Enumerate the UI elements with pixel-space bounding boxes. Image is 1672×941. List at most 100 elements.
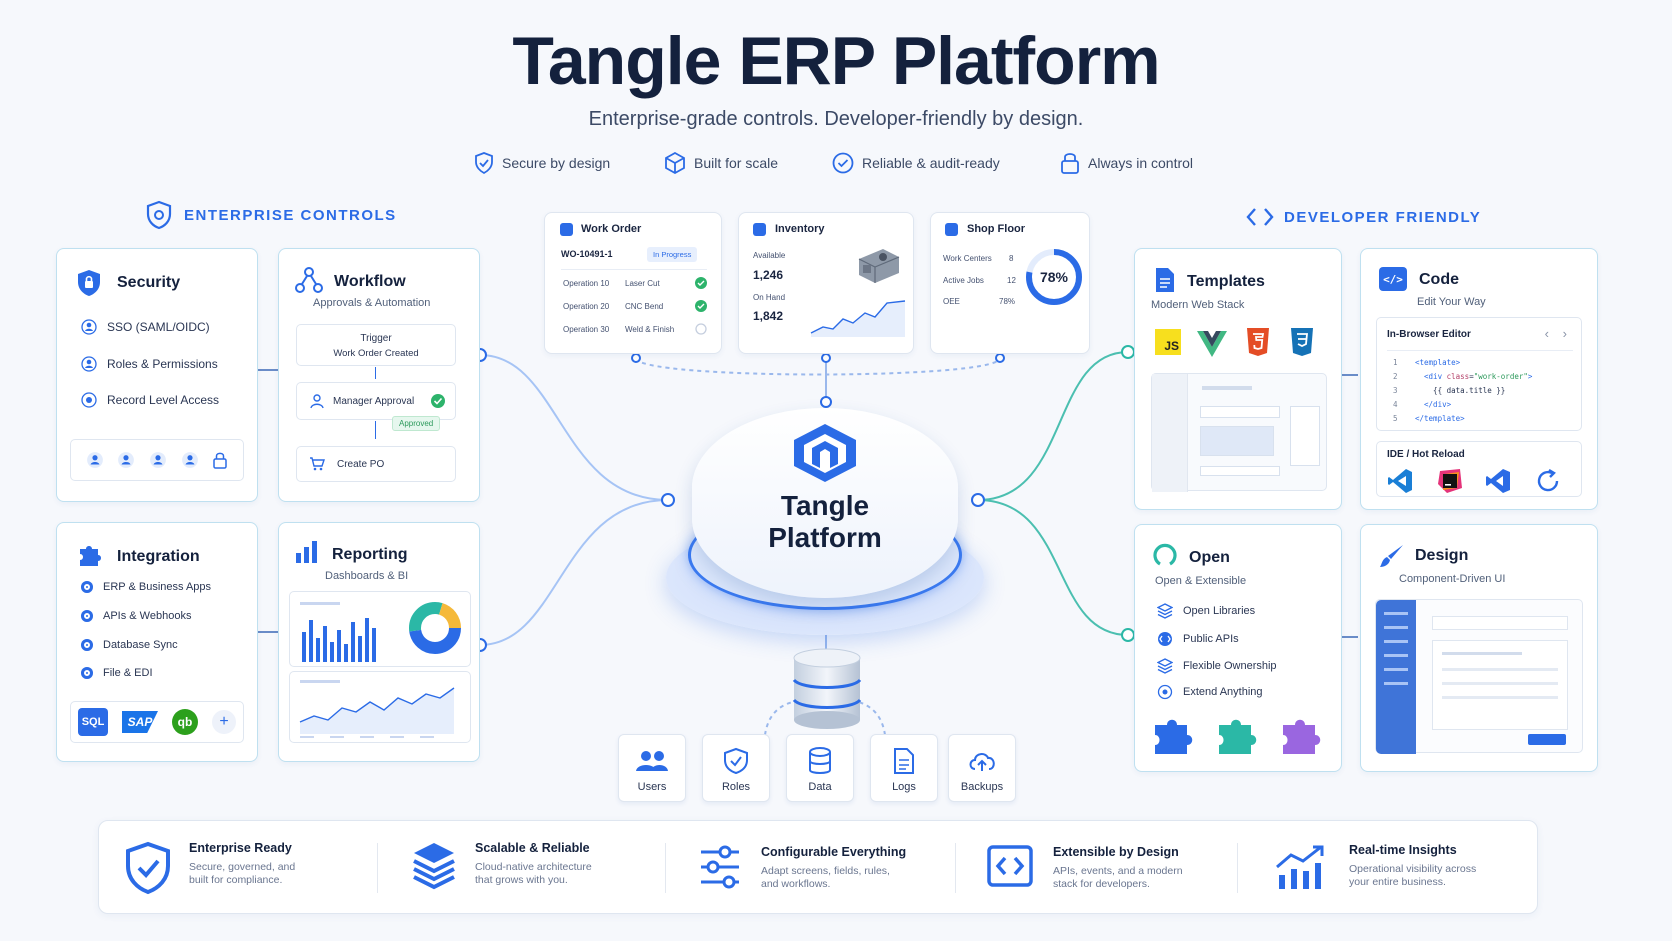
workflow-trigger-step: Trigger Work Order Created [296,324,456,366]
template-preview [1151,373,1327,492]
user-circle-icon [81,356,97,372]
trend-chart-icon [1276,845,1324,889]
reporting-card: Reporting Dashboards & BI [278,522,480,762]
reporting-subtitle: Dashboards & BI [325,570,409,582]
open-title: Open [1189,549,1230,566]
document-icon [894,748,914,774]
work-order-icon [560,223,573,236]
database-icon [792,648,862,729]
integration-logos: SQL SAP qb + [70,701,244,743]
integration-item-erp: ERP & Business Apps [81,581,211,593]
quickbooks-logo: qb [172,709,198,735]
pending-circle-icon [695,323,707,335]
lock-icon [1061,153,1079,174]
open-item-extend: Extend Anything [1157,684,1263,700]
database-icon [809,747,831,774]
plug-icon [1157,684,1173,700]
report-bar-chart [289,591,471,667]
layers-icon [1157,603,1173,619]
user-circle-icon [81,319,97,335]
users-icon [636,751,668,771]
chevron-right-icon[interactable]: › [1562,326,1567,341]
connector-reporting [479,499,669,646]
bar-chart-icon [296,541,317,563]
code-snippet: <template> <div class="work-order"> {{ d… [1415,358,1533,423]
cube-icon [665,152,685,174]
workflow-subtitle: Approvals & Automation [313,297,431,309]
gauge-value: 78% [1039,269,1069,285]
work-order-id: WO-10491-1 [561,249,613,259]
cart-icon [310,457,325,471]
user-icon [310,394,324,409]
integration-title: Integration [117,548,200,565]
reload-icon[interactable] [1535,468,1561,494]
tile-roles[interactable]: Roles [702,734,770,802]
integration-item-db: Database Sync [81,639,178,651]
visual-studio-logo-icon [1486,469,1510,493]
security-item-record: Record Level Access [81,392,219,408]
workflow-nodes-icon [295,267,323,293]
tile-backups[interactable]: Backups [948,734,1016,802]
code-window-icon [987,845,1033,887]
open-subtitle: Open & Extensible [1155,575,1247,587]
add-integration-button[interactable]: + [212,710,236,734]
integration-item-file: File & EDI [81,667,153,679]
tangle-logo-icon [794,424,856,482]
code-subtitle: Edit Your Way [1417,296,1486,308]
html5-logo-icon [1247,328,1269,356]
shop-floor-icon [945,223,958,236]
css3-logo-icon [1291,328,1313,356]
cloud-upload-icon [969,753,995,771]
pill-reliable: Reliable & audit-ready [832,152,1000,174]
ide-hot-reload: IDE / Hot Reload [1376,441,1582,497]
jetbrains-logo-icon [1438,469,1462,493]
templates-title: Templates [1187,273,1265,290]
user-icon [150,452,166,468]
tile-users[interactable]: Users [618,734,686,802]
user-icon [181,452,198,468]
open-item-libraries: Open Libraries [1157,603,1255,619]
integration-card: Integration ERP & Business Apps APIs & W… [56,522,258,762]
inventory-card: Inventory Available 1,246 On Hand 1,842 [738,212,914,354]
line-chart-preview [299,680,455,738]
workflow-approval-step: Manager Approval [296,382,456,420]
javascript-logo: JS [1155,329,1181,355]
available-value: 1,246 [753,268,784,282]
sliders-icon [701,845,739,889]
shield-icon [146,200,172,230]
approved-badge: Approved [392,416,441,431]
target-icon [81,392,97,408]
pill-control: Always in control [1060,151,1193,175]
security-item-sso: SSO (SAML/OIDC) [81,319,210,335]
shield-check-icon [475,152,493,174]
check-circle-icon [695,277,707,289]
connector-top-cards [635,357,1001,376]
bar-chart-preview [300,602,461,662]
section-developer-friendly: DEVELOPER FRIENDLY [1246,206,1481,228]
oee-gauge [1026,249,1082,305]
brush-icon [1380,545,1403,567]
puzzle-piece-icon [1219,719,1257,754]
chevron-left-icon[interactable]: ‹ [1544,326,1549,341]
design-title: Design [1415,547,1469,564]
inventory-icon [753,223,766,236]
workflow-title: Workflow [334,273,406,290]
vscode-logo-icon [1388,469,1412,493]
design-subtitle: Component-Driven UI [1399,573,1506,585]
tile-logs[interactable]: Logs [870,734,938,802]
section-enterprise-controls: ENTERPRISE CONTROLS [146,200,397,230]
page-title: Tangle ERP Platform [512,23,1160,99]
check-circle-icon [695,300,707,312]
inventory-trend-line [810,300,906,337]
machine-part-icon [858,249,900,283]
integration-item-apis: APIs & Webhooks [81,610,191,622]
preview-button [1528,734,1566,745]
tile-data[interactable]: Data [786,734,854,802]
